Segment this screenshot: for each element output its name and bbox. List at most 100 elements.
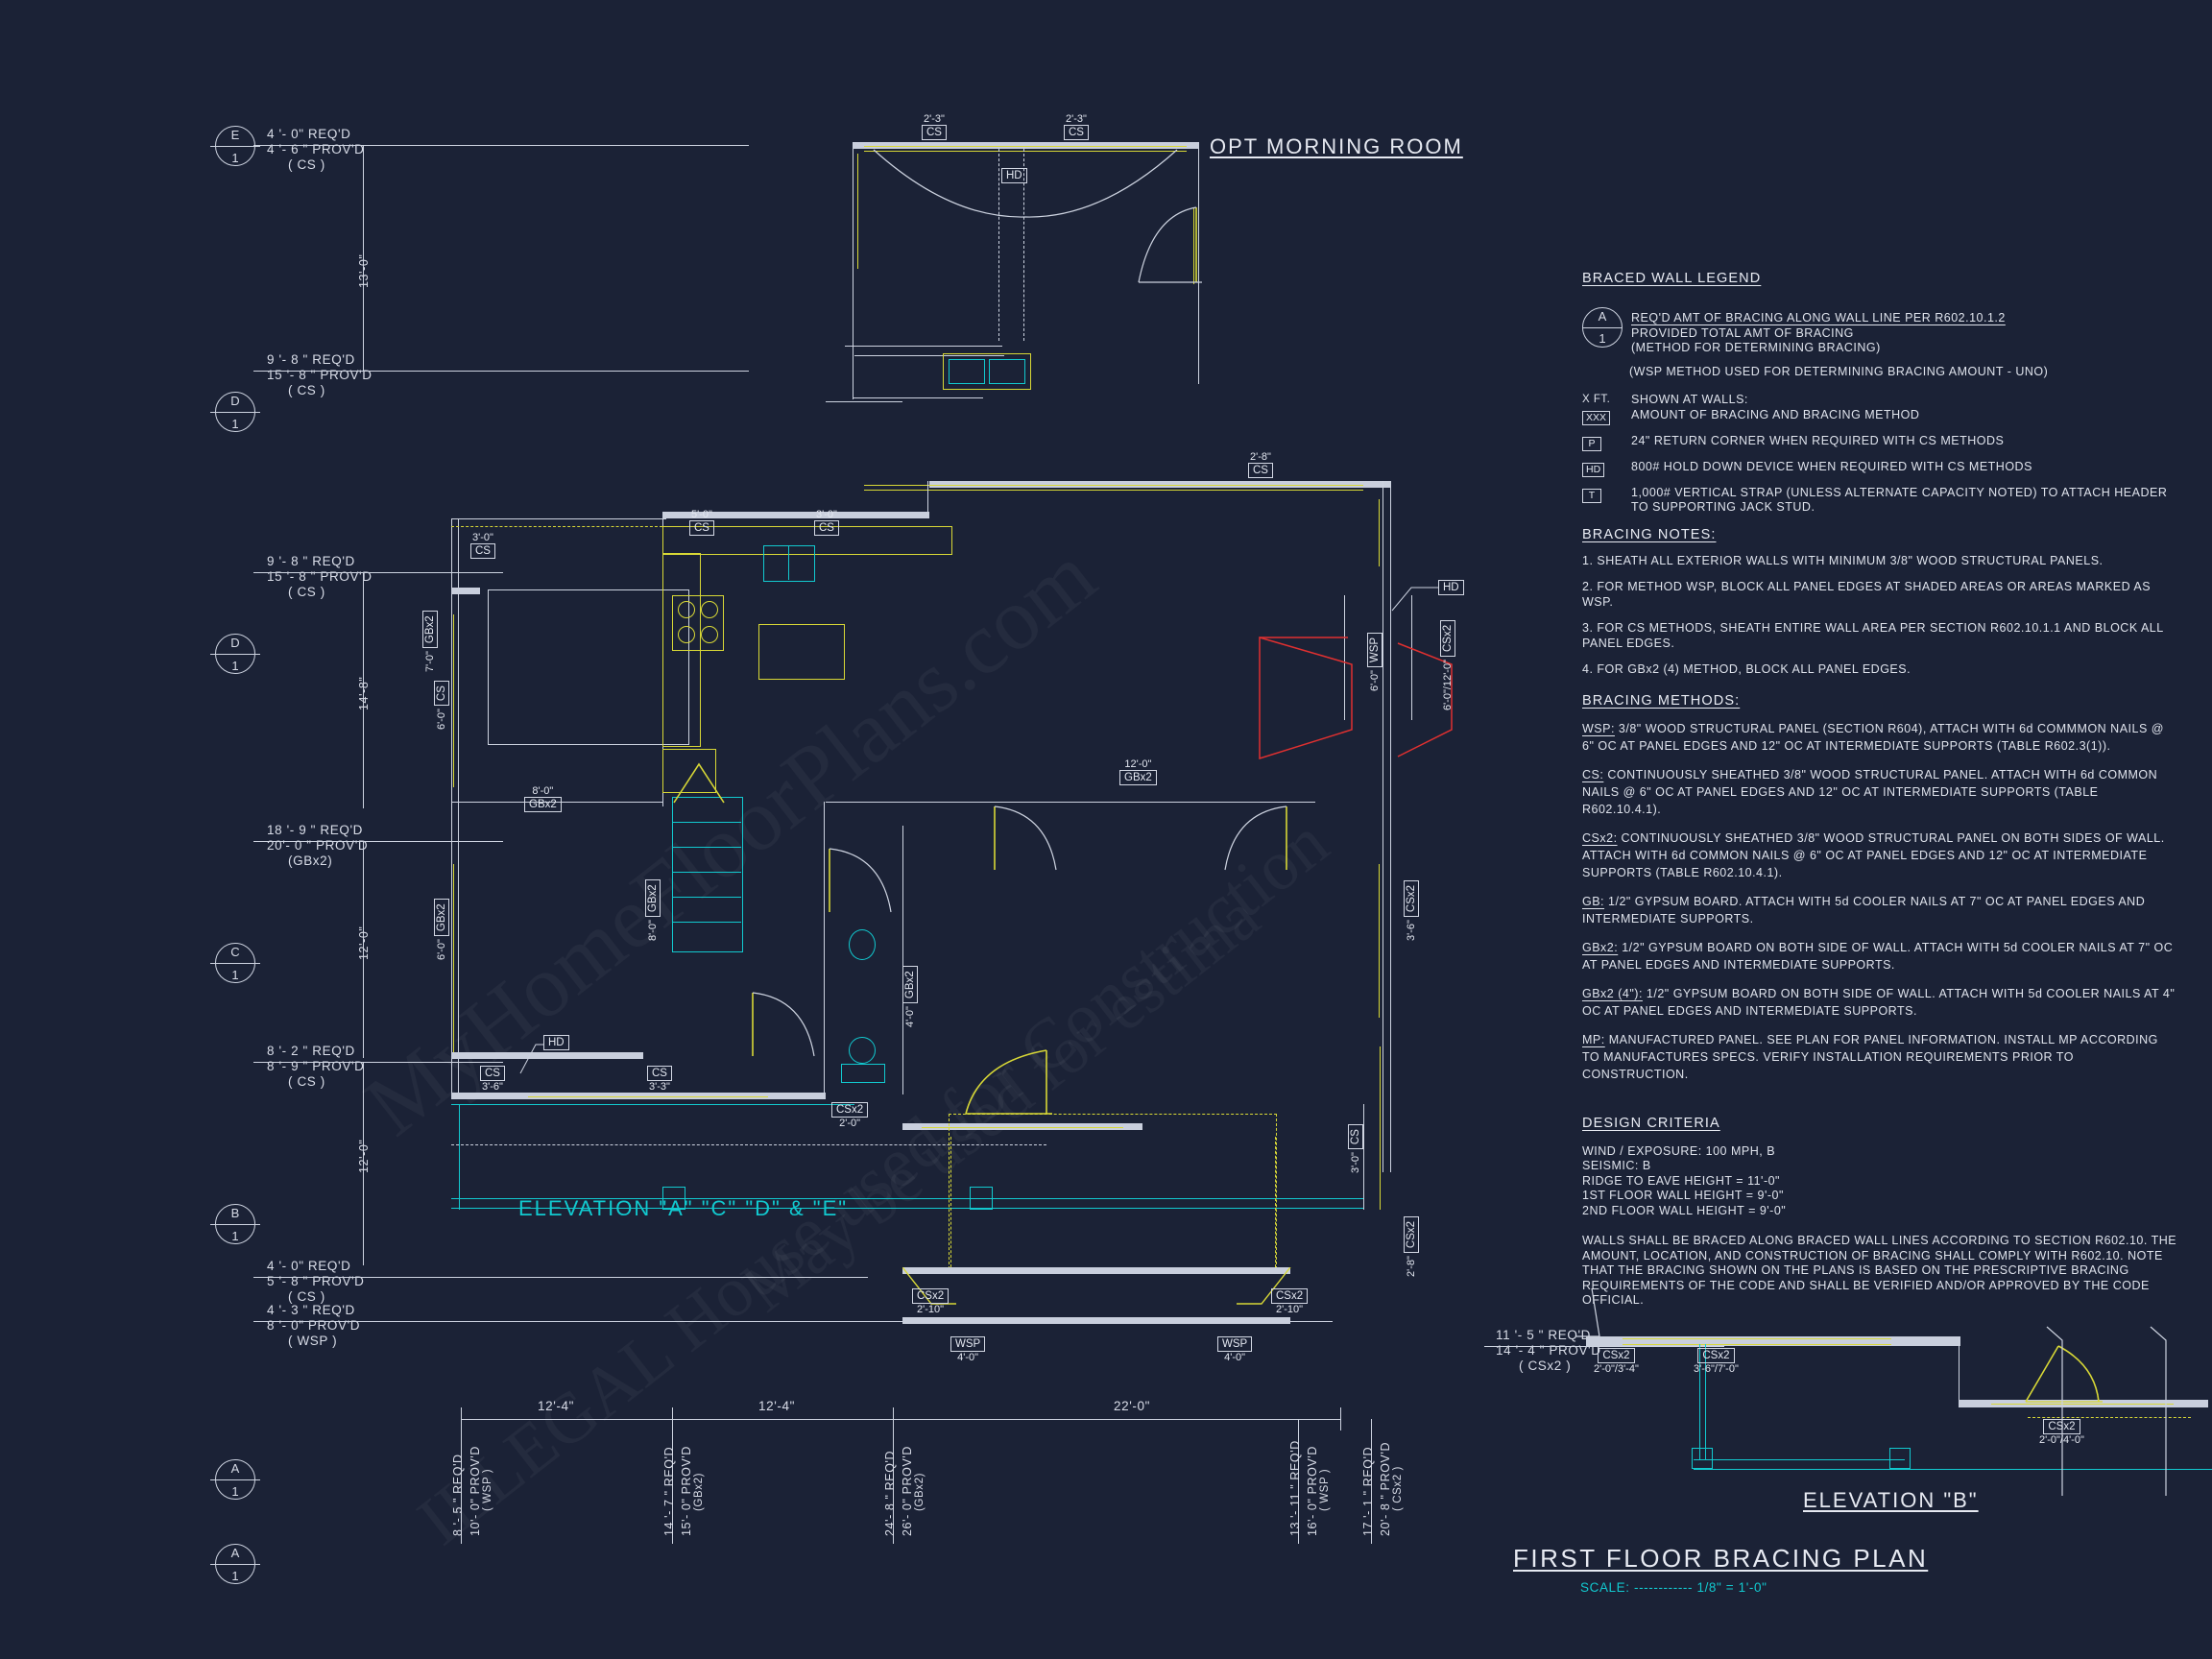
panel-tag-method: CS xyxy=(814,520,839,536)
marker-provd: 15'- 0" PROV'D xyxy=(680,1445,693,1536)
elev-b-tag-1: CSx2 2'-0"/3'-4" xyxy=(1594,1348,1639,1375)
panel-tag-method: CSx2 xyxy=(1598,1348,1635,1363)
vertical-dim-12-0-a: 12'-0" xyxy=(357,926,371,960)
method-code: GBx2: xyxy=(1582,940,1619,954)
plan-wall-lower-mid xyxy=(902,1123,1142,1130)
panel-tag-method: GBx2 xyxy=(434,899,449,937)
wall-line-marker-bottom-1: 8 '- 5 " REQ'D 10'- 0" PROV'D ( WSP ) 1 … xyxy=(0,282,2212,1544)
panel-tag-bottom-right: CSx2 2'-10" xyxy=(1271,1288,1309,1315)
marker-provd: 10'- 0" PROV'D xyxy=(469,1445,482,1536)
legend-line-3: (METHOD FOR DETERMINING BRACING) xyxy=(1631,341,1881,354)
foundation-pier-1 xyxy=(662,1187,685,1210)
panel-tag-kitchen-a: 5'-0" CS xyxy=(689,509,714,536)
panel-tag-right-csx2: 6'-0"/12'-0" CSx2 xyxy=(1440,619,1455,710)
panel-tag-method: CSx2 xyxy=(1440,619,1455,658)
method-code: MP: xyxy=(1582,1032,1605,1046)
plan-brace-right-2 xyxy=(1379,864,1381,1018)
plan-brace-lower-mid xyxy=(922,1127,1123,1129)
elev-b-door-swing xyxy=(2025,1345,2103,1403)
panel-tag-method: GBx2 xyxy=(422,611,438,649)
panel-tag-dim: 3'-0" xyxy=(472,532,493,543)
dim-line-v2 xyxy=(363,572,365,808)
method-text: MANUFACTURED PANEL. SEE PLAN FOR PANEL I… xyxy=(1582,1032,2158,1081)
panel-tag-dim: 5'-0" xyxy=(691,509,712,520)
right-porch-line xyxy=(1363,1104,1365,1210)
bracing-method-mp: MP: MANUFACTURED PANEL. SEE PLAN FOR PAN… xyxy=(1582,1031,2177,1083)
panel-tag-left-low: 6'-0" GBx2 xyxy=(434,899,449,960)
method-text: 1/2" GYPSUM BOARD ON BOTH SIDE OF WALL. … xyxy=(1582,986,2176,1018)
panel-tag-dim: 6'-0" xyxy=(1369,670,1381,691)
marker-method: (GBx2) xyxy=(693,1472,705,1511)
panel-tag-lower-left-2: CS 3'-3" xyxy=(647,1066,672,1093)
elev-b-break-line xyxy=(1576,1287,1600,1337)
elev-b-step-h2 xyxy=(1694,1469,2212,1471)
stair-tread-2 xyxy=(672,847,741,849)
panel-tag-dim: 4'-0" xyxy=(904,1006,916,1027)
stair-tread-4 xyxy=(672,897,741,899)
marker-reqd: 4 '- 0" REQ'D xyxy=(267,127,351,141)
panel-tag-method: CS xyxy=(689,520,714,536)
bracing-method-csx2: CSx2: CONTINUOUSLY SHEATHED 3/8" WOOD ST… xyxy=(1582,830,2177,881)
marker-method: (GBx2) xyxy=(914,1472,926,1511)
kitchen-refrigerator xyxy=(662,749,716,793)
panel-tag-method: GBx2 xyxy=(1119,770,1157,785)
plan-brace-lower-left xyxy=(528,1096,768,1098)
panel-tag-method: CSx2 xyxy=(1404,879,1419,918)
marker-method: ( CS ) xyxy=(288,157,325,172)
kitchen-burner-2 xyxy=(701,601,718,618)
morning-room-guide-right xyxy=(1023,149,1024,341)
morning-room-step-2 xyxy=(854,355,1004,357)
kitchen-counter-top xyxy=(662,526,952,555)
panel-tag-method: WSP xyxy=(1217,1336,1253,1352)
marker-id: E xyxy=(230,128,240,142)
stair-up-arrow xyxy=(673,762,725,804)
bracing-methods-title: BRACING METHODS: xyxy=(1582,692,1741,709)
panel-tag-method: CS xyxy=(470,543,495,559)
legend-line-2: PROVIDED TOTAL AMT OF BRACING xyxy=(1631,325,1854,340)
horizontal-dim-1: 12'-4" xyxy=(538,1399,574,1413)
marker-id: A xyxy=(230,1546,240,1560)
marker-sub: 1 xyxy=(231,968,239,982)
morning-room-wall-left xyxy=(853,142,854,399)
panel-tag-dim: 2'-8" xyxy=(1406,1256,1417,1277)
elev-b-wall-right xyxy=(1959,1336,1960,1406)
method-code: GB: xyxy=(1582,894,1605,908)
legend-tag-hd: HD xyxy=(1582,462,1605,477)
plan-wall-lower-left xyxy=(451,1093,826,1099)
elev-b-brace-3 xyxy=(1991,1404,2174,1406)
legend-tag-t: T xyxy=(1582,488,1601,503)
porch-taper-left xyxy=(902,1267,956,1305)
legend-text-hd: 800# HOLD DOWN DEVICE WHEN REQUIRED WITH… xyxy=(1631,459,2032,473)
method-text: CONTINUOUSLY SHEATHED 3/8" WOOD STRUCTUR… xyxy=(1582,830,2165,879)
morning-room-brace-top2 xyxy=(864,151,1187,153)
morning-room-appliance-burner-left xyxy=(949,359,985,384)
legend-item-hd: HD 800# HOLD DOWN DEVICE WHEN REQUIRED W… xyxy=(1582,460,2177,477)
panel-tag-method: CSx2 xyxy=(912,1288,950,1304)
plan-brace-top-right-2 xyxy=(864,490,1363,492)
bracing-method-gbx2: GBx2: 1/2" GYPSUM BOARD ON BOTH SIDE OF … xyxy=(1582,939,2177,974)
panel-tag-base-right: WSP 4'-0" xyxy=(1217,1336,1253,1363)
braced-wall-legend-title: BRACED WALL LEGEND xyxy=(1582,271,1762,286)
elev-b-tag-2: CSx2 3'-6"/7'-0" xyxy=(1694,1348,1739,1375)
morning-room-door-swing xyxy=(1138,206,1202,283)
panel-tag-mid-bath: 4'-0" GBx2 xyxy=(902,966,918,1027)
plan-brace-right-1 xyxy=(1379,499,1381,566)
marker-method: ( WSP ) xyxy=(1319,1468,1331,1511)
morning-room-sill xyxy=(826,401,902,403)
opt-morning-room-title: OPT MORNING ROOM xyxy=(1210,134,1463,158)
legend-tag-p: P xyxy=(1582,436,1601,451)
marker-sub: 1 xyxy=(231,417,239,431)
design-criteria-ridge: RIDGE TO EAVE HEIGHT = 11'-0" xyxy=(1582,1173,1780,1188)
panel-tag-method: GBx2 xyxy=(645,879,661,918)
morning-room-wall-top xyxy=(853,142,1198,149)
door-swing-5 xyxy=(965,1049,1052,1115)
legend-text-t: 1,000# VERTICAL STRAP (UNLESS ALTERNATE … xyxy=(1631,485,2168,515)
wall-line-marker-A1-upper: A 1 4 '- 0" REQ'D 5 '- 8 " PROV'D ( CS ) xyxy=(0,202,2212,1500)
bracing-method-gb: GB: 1/2" GYPSUM BOARD. ATTACH WITH 5d CO… xyxy=(1582,893,2177,927)
elev-b-break-right-2 xyxy=(2150,1326,2167,1496)
plan-wall-left-inner xyxy=(458,518,460,1094)
wall-line-marker-B1: B 1 8 '- 2 " REQ'D 8 '- 9 " PROV'D ( CS … xyxy=(0,161,2212,1244)
panel-tag-method: GBx2 xyxy=(524,797,562,812)
marker-id: D xyxy=(230,636,240,650)
